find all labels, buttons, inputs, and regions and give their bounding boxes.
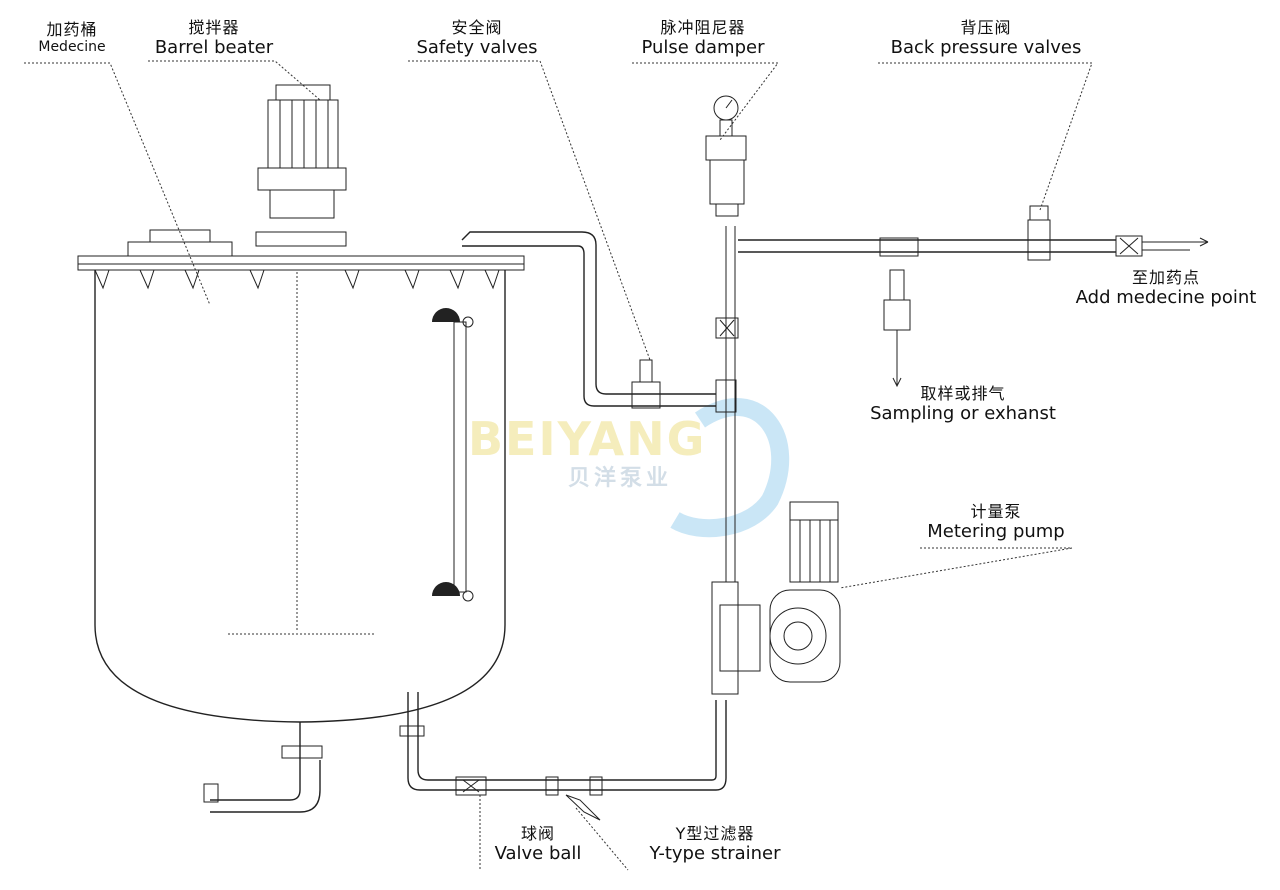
outlet-line [738,205,1209,388]
label-valve-ball-zh: 球阀 [520,824,555,843]
label-medicine-tank-zh: 加药桶 [46,20,98,39]
label-safety-valves: 安全阀 Safety valves [404,18,550,59]
label-metering-pump-zh: 计量泵 [970,502,1022,521]
label-safety-valves-zh: 安全阀 [451,18,503,37]
label-y-type-strainer-zh: Y型过滤器 [675,824,755,843]
label-y-type-strainer: Y型过滤器 Y-type strainer [636,824,794,865]
watermark-logo [670,398,790,538]
label-metering-pump-en: Metering pump [927,521,1065,543]
label-pulse-damper: 脉冲阻尼器 Pulse damper [628,18,778,59]
pulse-damper [705,95,747,217]
leader-lines [24,60,1093,871]
watermark-chinese: 贝洋泵业 [568,466,673,491]
suction-line [399,692,727,821]
label-medicine-tank-en: Medecine [38,39,106,56]
label-barrel-beater-en: Barrel beater [154,37,274,59]
safety-valve-line [461,231,716,409]
discharge-line [715,226,739,582]
label-sampling-or-exhaust-en: Sampling or exhanst [870,403,1056,425]
label-add-medecine-point: 至加药点 Add medecine point [1064,268,1268,309]
metering-pump [711,501,841,695]
label-y-type-strainer-en: Y-type strainer [649,843,781,865]
label-barrel-beater-zh: 搅拌器 [188,18,240,37]
label-back-pressure-valves-en: Back pressure valves [890,37,1082,59]
label-pulse-damper-zh: 脉冲阻尼器 [660,18,746,37]
agitator [255,84,347,247]
label-valve-ball: 球阀 Valve ball [484,824,592,865]
label-pulse-damper-en: Pulse damper [641,37,765,59]
label-barrel-beater: 搅拌器 Barrel beater [144,18,284,59]
label-back-pressure-valves: 背压阀 Back pressure valves [876,18,1096,59]
medicine-tank [77,229,525,813]
label-medicine-tank: 加药桶 Medecine [24,20,120,56]
watermark-brand: BEIYANG [468,412,707,466]
label-sampling-or-exhaust-zh: 取样或排气 [920,384,1006,403]
label-valve-ball-en: Valve ball [494,843,582,865]
label-metering-pump: 计量泵 Metering pump [918,502,1074,543]
label-back-pressure-valves-zh: 背压阀 [960,18,1012,37]
label-safety-valves-en: Safety valves [416,37,538,59]
label-add-medecine-point-en: Add medecine point [1075,287,1257,309]
label-sampling-or-exhaust: 取样或排气 Sampling or exhanst [858,384,1068,425]
label-add-medecine-point-zh: 至加药点 [1131,268,1200,287]
